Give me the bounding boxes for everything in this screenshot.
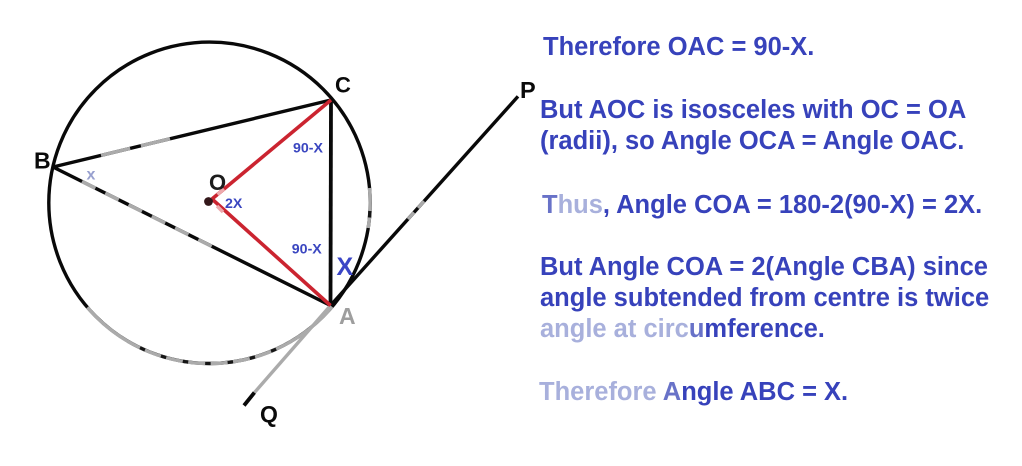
svg-text:A: A bbox=[339, 303, 356, 329]
svg-text:X: X bbox=[337, 253, 354, 281]
svg-text:B: B bbox=[34, 148, 51, 174]
svg-text:Q: Q bbox=[260, 401, 278, 427]
svg-text:C: C bbox=[335, 73, 351, 98]
svg-text:2X: 2X bbox=[225, 196, 243, 212]
svg-text:90-X: 90-X bbox=[293, 141, 324, 157]
svg-text:O: O bbox=[209, 170, 226, 195]
svg-text:90-X: 90-X bbox=[292, 242, 323, 258]
svg-text:P: P bbox=[520, 77, 536, 103]
svg-text:x: x bbox=[87, 167, 96, 184]
